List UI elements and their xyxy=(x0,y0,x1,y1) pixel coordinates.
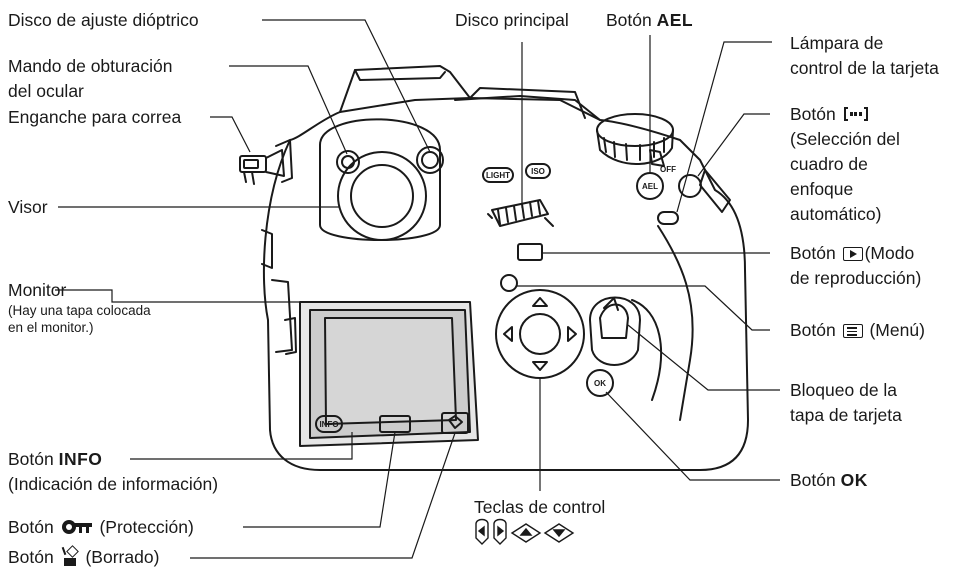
ok-marking: OK xyxy=(594,379,606,388)
camera-body-outline xyxy=(262,97,749,471)
label-dioptric-dial: Disco de ajuste dióptrico xyxy=(8,10,199,30)
label-ok-button: Botón OK xyxy=(790,470,868,490)
label-eyepiece-shutter-2: del ocular xyxy=(8,81,84,101)
label-card-lamp-1: Lámpara de xyxy=(790,33,884,53)
mode-dial xyxy=(596,113,674,167)
label-playback-2: de reproducción) xyxy=(790,268,922,288)
trash-icon xyxy=(61,545,79,566)
ok-button xyxy=(586,369,614,397)
card-cover-lock xyxy=(589,296,641,366)
label-erase-button: Botón (Borrado) xyxy=(8,545,160,567)
strap-lug xyxy=(239,139,293,185)
label-af-frame-5: automático) xyxy=(790,204,882,224)
eyecup xyxy=(319,118,441,241)
af-frame-icon xyxy=(843,107,868,121)
label-info-button: Botón INFO xyxy=(8,449,103,469)
playback-icon xyxy=(842,247,863,261)
label-af-frame-2: (Selección del xyxy=(790,129,900,149)
label-card-lamp-2: control de la tarjeta xyxy=(790,58,939,78)
main-dial xyxy=(491,199,549,227)
label-monitor-note-2: en el monitor.) xyxy=(8,320,94,335)
arrow-pad xyxy=(495,289,585,379)
label-af-frame-4: enfoque xyxy=(790,179,854,199)
label-menu-button: Botón (Menú) xyxy=(790,320,925,340)
label-arrow-keys: Teclas de control xyxy=(474,497,606,517)
arrow-key-glyphs xyxy=(475,518,575,545)
ael-marking: AEL xyxy=(642,182,658,191)
label-af-frame-3: cuadro de xyxy=(790,154,868,174)
label-af-frame-button: Botón xyxy=(790,103,868,125)
label-card-lock-2: tapa de tarjeta xyxy=(790,405,902,425)
iso-marking: ISO xyxy=(531,167,545,176)
label-viewfinder: Visor xyxy=(8,197,48,217)
label-strap-eyelet: Enganche para correa xyxy=(8,107,182,127)
label-info-desc: (Indicación de información) xyxy=(8,474,219,494)
label-ael-button: Botón AEL xyxy=(606,10,694,30)
label-protect-button: Botón (Protección) xyxy=(8,517,194,537)
label-playback-button: Botón (Modo xyxy=(790,243,915,263)
label-monitor-note-1: (Hay una tapa colocada xyxy=(8,303,151,318)
lcd-monitor xyxy=(299,301,479,447)
label-card-lock-1: Bloqueo de la xyxy=(790,380,898,400)
menu-icon xyxy=(842,324,863,338)
label-monitor: Monitor xyxy=(8,280,67,300)
leader-lines xyxy=(55,19,780,559)
info-marking: INFO xyxy=(319,420,338,429)
off-marking: OFF xyxy=(660,165,676,174)
key-icon xyxy=(61,520,92,534)
viewfinder-lens xyxy=(337,151,427,241)
light-marking: LIGHT xyxy=(486,171,510,180)
label-eyepiece-shutter-1: Mando de obturación xyxy=(8,56,173,76)
label-main-dial: Disco principal xyxy=(455,10,569,30)
